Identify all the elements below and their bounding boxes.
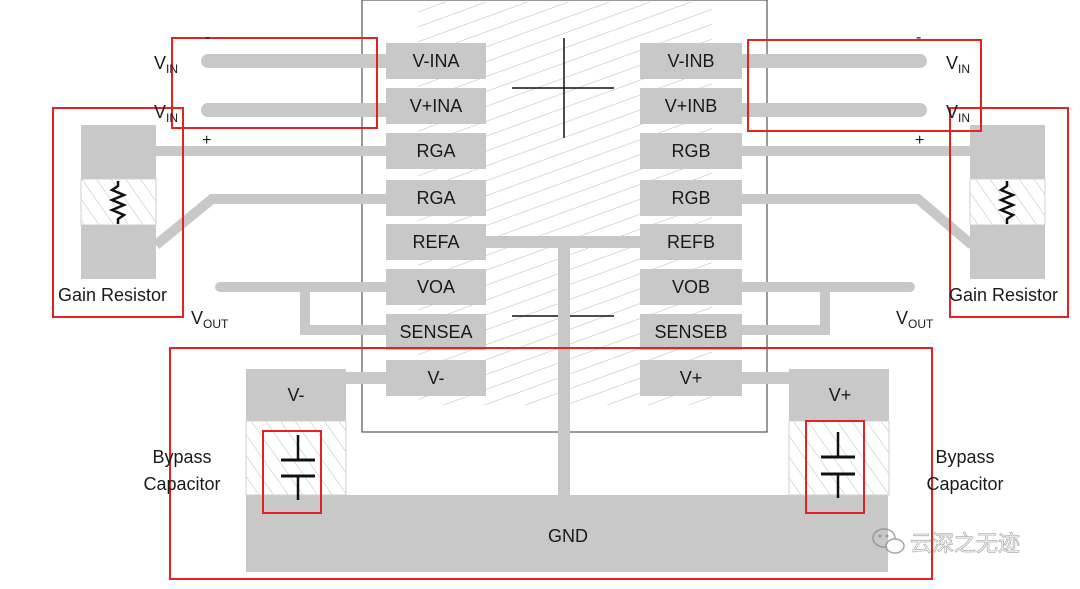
pin-left-2: V+INA [386, 88, 486, 124]
pin-right-2: V+INB [640, 88, 742, 124]
pin-left-3: RGA [386, 133, 486, 169]
trace-rgb-top [742, 146, 970, 156]
pin-pad [386, 88, 486, 124]
pin-label: V+ [680, 368, 703, 388]
vin-plus-label-left: VIN [154, 102, 178, 125]
cap-node-label-left: V- [287, 385, 304, 405]
pin-left-5: REFA [386, 224, 486, 260]
pin-pad [640, 269, 742, 305]
vin-minus-label-left: VIN [154, 53, 178, 76]
ref-horizontal-trace [486, 236, 640, 248]
resistor-symbol-right [997, 181, 1017, 224]
highlight-power [169, 347, 933, 580]
vout-label-right: VOUT [896, 308, 934, 331]
pin-label: VOA [417, 277, 455, 297]
trace-senseb [742, 287, 830, 335]
left-pin-column: V-INA V+INA RGA RGA REFA VOA SENSEA V- [386, 43, 486, 396]
highlight-input-left [171, 37, 378, 129]
pin-pad [386, 224, 486, 260]
pin-left-4: RGA [386, 180, 486, 216]
highlight-input-right [747, 39, 982, 132]
gain-resistor-right [969, 125, 1046, 279]
pin-label: RGA [416, 188, 455, 208]
vin-plus-sign-right: + [915, 132, 924, 149]
pin-right-5: REFB [640, 224, 742, 260]
pin-pad [386, 314, 486, 350]
pin-pad [386, 180, 486, 216]
vin-minus-label-right: VIN [946, 53, 970, 76]
pin-pad [640, 224, 742, 260]
pin-label: SENSEB [654, 322, 727, 342]
pin-left-1: V-INA [386, 43, 486, 79]
pin-right-4: RGB [640, 180, 742, 216]
pin-pad [386, 360, 486, 396]
gain-resistor-label-left: Gain Resistor [58, 285, 167, 305]
trace-sensea [300, 287, 388, 335]
pin-label: REFB [667, 232, 715, 252]
pin-label: V-INB [667, 51, 714, 71]
vin-plus-sign-left: + [202, 132, 211, 149]
resistor-symbol-left [108, 181, 128, 224]
cap-node-label-right: V+ [829, 385, 852, 405]
pin-right-1: V-INB [640, 43, 742, 79]
pin-label: RGB [671, 188, 710, 208]
watermark: 云深之无迹 [872, 528, 1020, 557]
pin-label: RGA [416, 141, 455, 161]
gain-resistor-left [80, 125, 157, 279]
gain-resistor-label-right: Gain Resistor [949, 285, 1058, 305]
gnd-plane [246, 495, 888, 572]
highlight-cap-right [805, 420, 865, 514]
trace-rgb-bottom [742, 194, 976, 249]
bypass-label-left-1: Bypass [152, 447, 211, 467]
highlight-cap-left [262, 430, 322, 514]
bypass-label-right-1: Bypass [935, 447, 994, 467]
pin-right-3: RGB [640, 133, 742, 169]
pin-pad [640, 133, 742, 169]
pin-label: V+INB [665, 96, 718, 116]
pin-pad [640, 88, 742, 124]
vin-minus-sign-left: - [205, 29, 210, 46]
pin-right-6: VOB [640, 269, 742, 305]
pin-pad [640, 314, 742, 350]
trace-rga-bottom [152, 194, 388, 249]
pin-right-7: SENSEB [640, 314, 742, 350]
highlight-boxes [52, 37, 1069, 580]
vin-plus-label-right: VIN [946, 102, 970, 125]
pin-left-6: VOA [386, 269, 486, 305]
pin-pad [386, 43, 486, 79]
pin-left-7: SENSEA [386, 314, 486, 350]
pin-right-8: V+ [640, 360, 742, 396]
pin-pad [640, 180, 742, 216]
vout-label-left: VOUT [191, 308, 229, 331]
pin-label: SENSEA [399, 322, 472, 342]
pin-pad [386, 269, 486, 305]
trace-vminus [346, 372, 388, 384]
bypass-label-left-2: Capacitor [143, 474, 220, 494]
bypass-label-right-2: Capacitor [926, 474, 1003, 494]
pin-label: V- [427, 368, 444, 388]
pin-pad [386, 133, 486, 169]
right-pin-column: V-INB V+INB RGB RGB REFB VOB SENSEB V+ [640, 43, 742, 396]
vin-minus-sign-right: - [916, 29, 921, 46]
trace-vplus [742, 372, 792, 384]
trace-rga-top [156, 146, 388, 156]
watermark-text: 云深之无迹 [910, 532, 1020, 557]
pin-label: REFA [412, 232, 459, 252]
pin-label: VOB [672, 277, 710, 297]
pin-pad [640, 43, 742, 79]
pin-left-8: V- [386, 360, 486, 396]
wechat-icon [872, 528, 905, 554]
highlight-gain-left [52, 107, 184, 318]
gnd-label: GND [548, 526, 588, 546]
pin-label: V-INA [412, 51, 459, 71]
gnd-vertical-trace [558, 246, 570, 498]
highlight-gain-right [949, 107, 1069, 318]
pin-label: V+INA [410, 96, 463, 116]
pin-pad [640, 360, 742, 396]
pin-label: RGB [671, 141, 710, 161]
